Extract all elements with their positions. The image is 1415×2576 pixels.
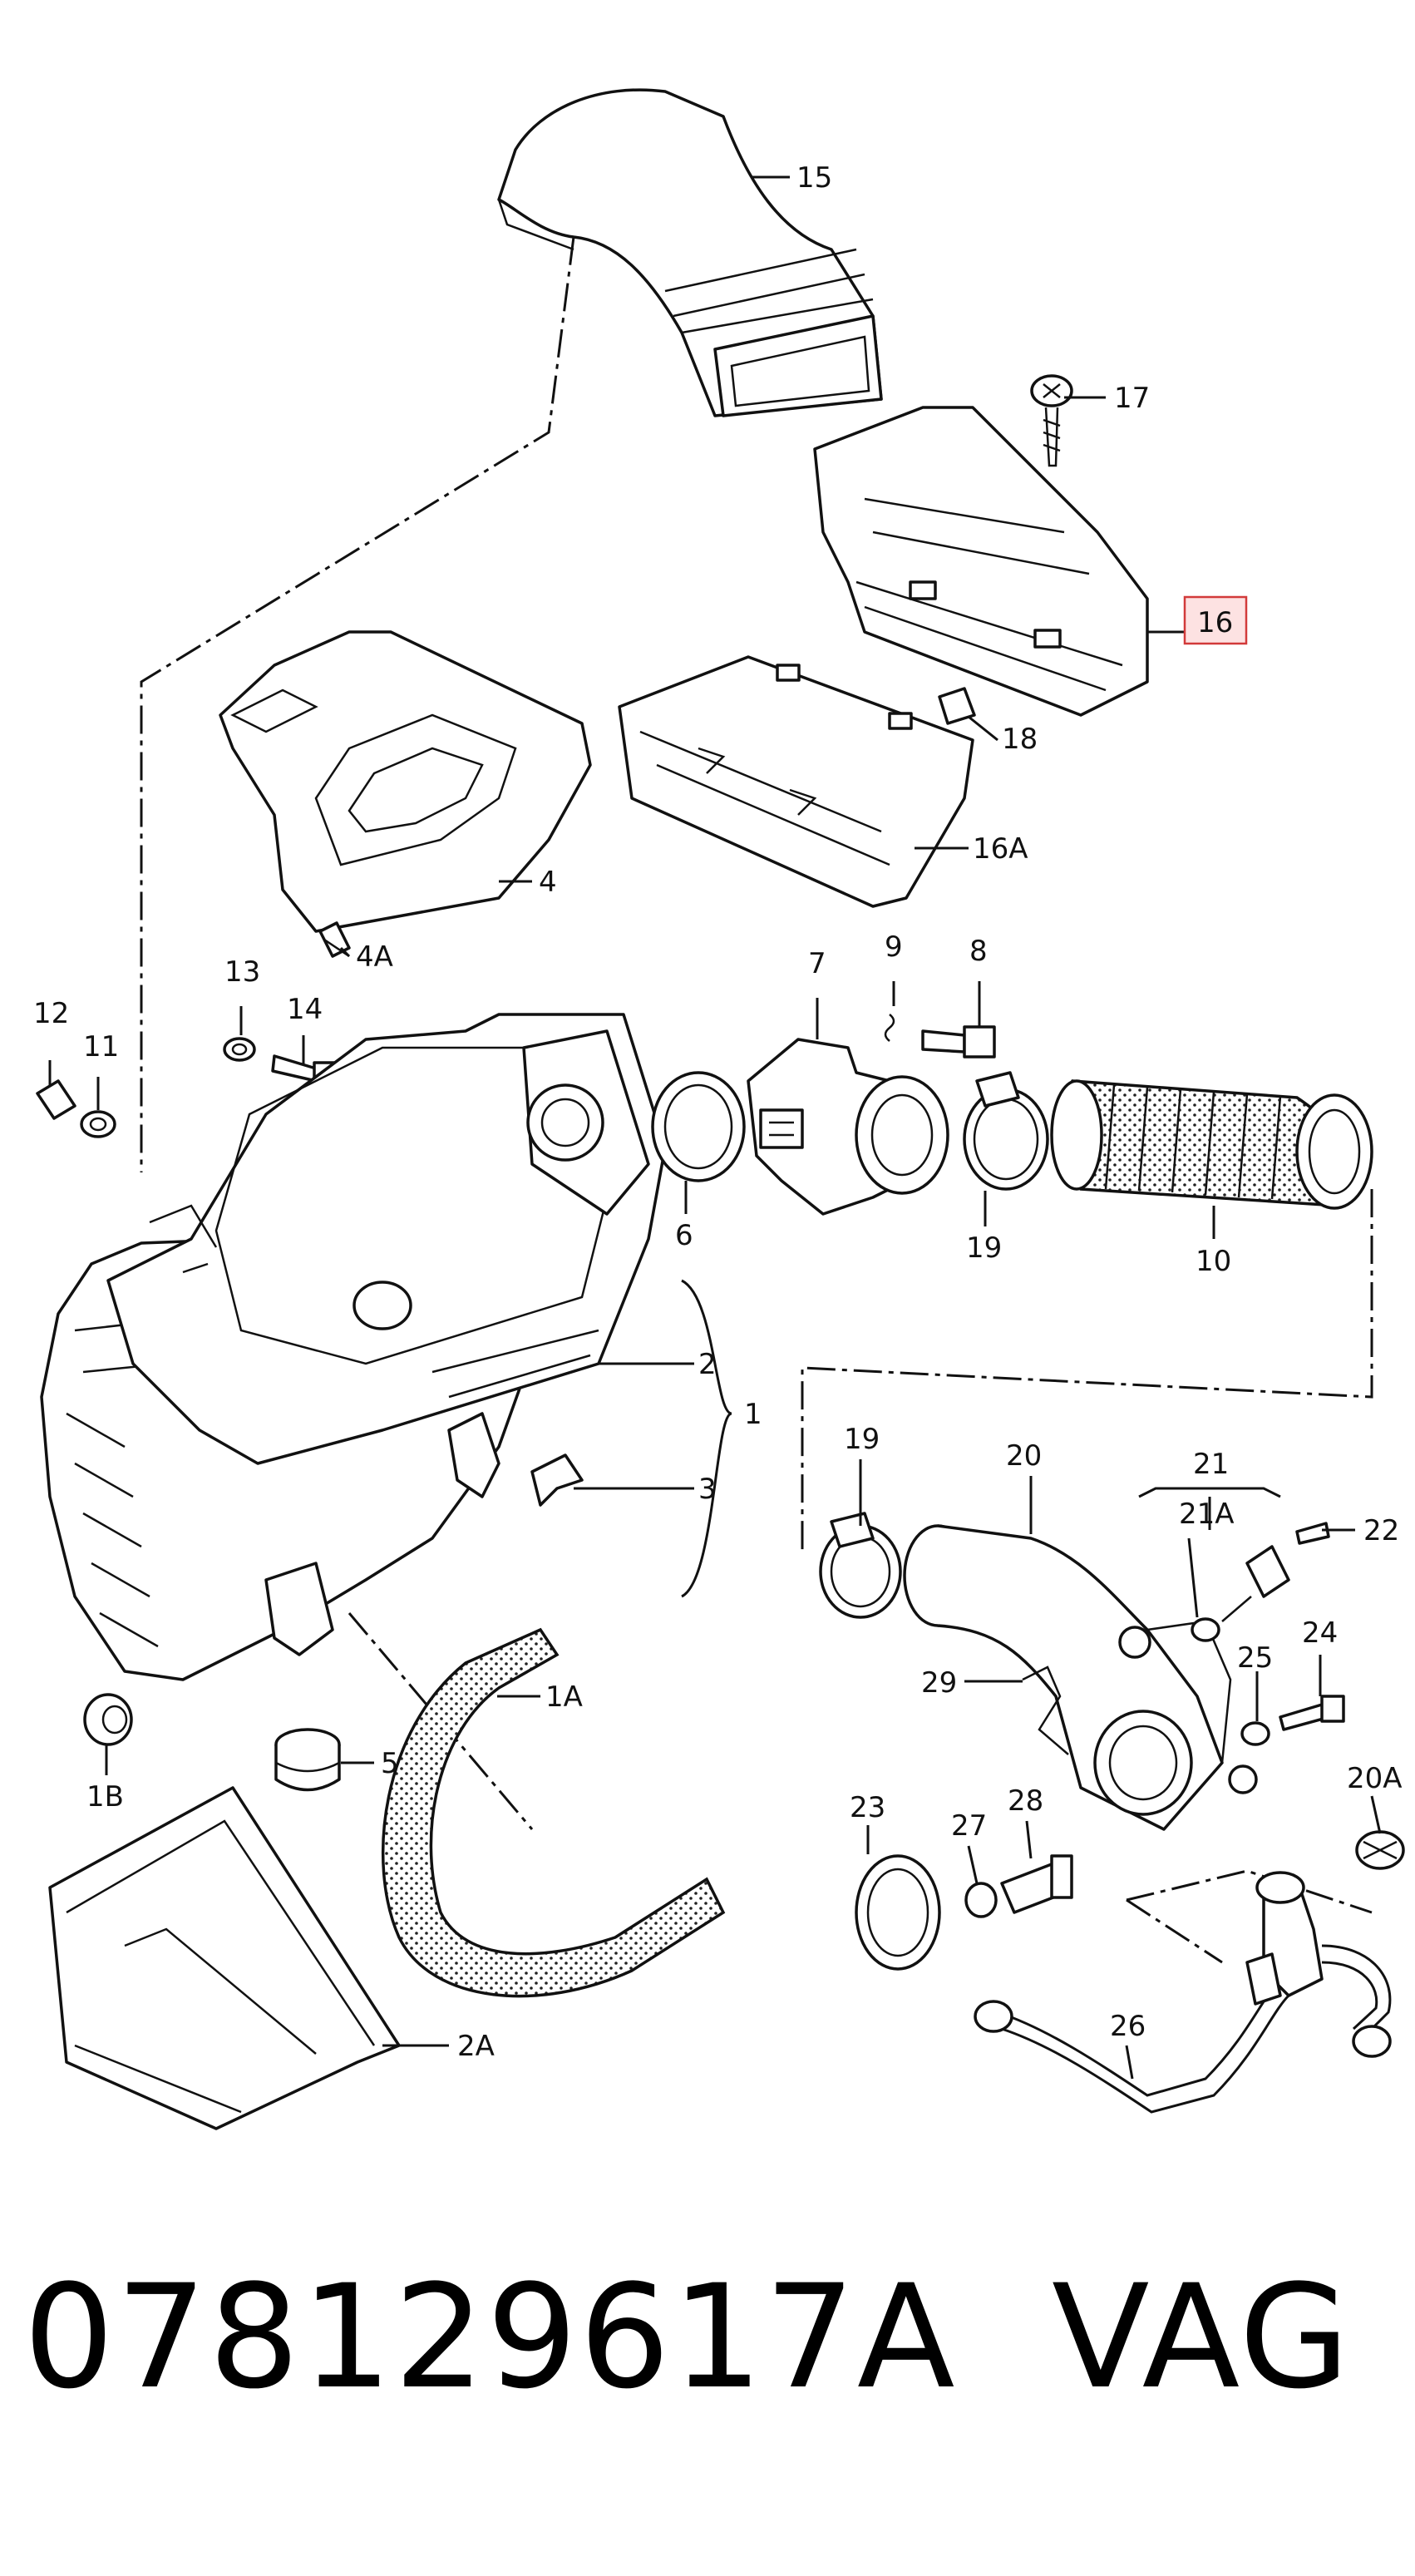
part-24-bolt [1279, 1695, 1345, 1731]
part-29-clip [1022, 1666, 1069, 1755]
brand-name: VAG [1052, 2253, 1352, 2421]
callout-labels: 15 17 16 18 16A 4 4A 12 11 13 14 7 9 8 6… [33, 161, 1403, 2063]
callout-16: 16 [1197, 606, 1233, 639]
callout-16A: 16A [973, 832, 1028, 866]
part-3-clip [530, 1453, 584, 1507]
part-20A-cap [1355, 1830, 1405, 1870]
callout-11: 11 [83, 1030, 119, 1063]
callout-25: 25 [1237, 1641, 1273, 1675]
callout-23: 23 [850, 1791, 885, 1824]
callout-14: 14 [287, 993, 323, 1026]
part-25-washer [1240, 1721, 1270, 1746]
callout-20: 20 [1006, 1439, 1042, 1473]
part-21A-washer [1191, 1617, 1220, 1642]
callout-5: 5 [381, 1747, 399, 1780]
callout-8: 8 [969, 935, 988, 968]
callout-9: 9 [885, 930, 903, 964]
part-18-clip [938, 687, 976, 725]
callout-19-upper: 19 [966, 1231, 1002, 1265]
callout-26: 26 [1110, 2010, 1146, 2043]
part-26-breather-hose [974, 1871, 1392, 2114]
callout-10: 10 [1196, 1245, 1231, 1278]
callout-1B: 1B [86, 1780, 124, 1814]
callout-17: 17 [1114, 382, 1150, 415]
callout-2: 2 [698, 1348, 717, 1381]
part-28-connector [1000, 1854, 1073, 1914]
part-5-mount [274, 1728, 341, 1792]
part-16A-lower-duct [618, 655, 974, 908]
part-22-screw [1295, 1522, 1330, 1545]
part-2A-filter-element [48, 1786, 401, 2130]
callout-24: 24 [1302, 1616, 1338, 1650]
part-20-intake-elbow [903, 1524, 1258, 1831]
part-16-intake-duct [813, 406, 1149, 717]
part-19-clamp-lower [819, 1512, 902, 1619]
part-1-housing-upper [106, 1013, 667, 1465]
callout-18: 18 [1002, 723, 1038, 756]
callout-7: 7 [808, 947, 826, 980]
callout-1A: 1A [545, 1680, 583, 1714]
callout-29: 29 [921, 1666, 957, 1700]
callout-12: 12 [33, 997, 69, 1030]
part-9-spring [884, 1014, 895, 1042]
part-17-screw [1030, 374, 1073, 467]
callout-4A: 4A [356, 940, 393, 974]
callout-3: 3 [698, 1473, 717, 1506]
exploded-parts-diagram: 15 17 16 18 16A 4 4A 12 11 13 14 7 9 8 6… [33, 88, 1405, 2130]
part-11-washer [80, 1110, 116, 1138]
part-12-pin [36, 1079, 76, 1120]
part-1A-seal-strip [381, 1627, 726, 1998]
callout-21: 21 [1193, 1448, 1229, 1481]
callout-1: 1 [744, 1398, 762, 1431]
callout-6: 6 [675, 1219, 693, 1252]
part-8-bolt [921, 1025, 996, 1059]
callout-21A: 21A [1179, 1498, 1235, 1531]
part-4-cover [219, 630, 592, 933]
part-15-upper-air-duct [497, 88, 883, 417]
part-23-ring [855, 1854, 941, 1971]
callout-22: 22 [1363, 1514, 1399, 1547]
part-10-corrugated-hose [1050, 1079, 1373, 1210]
callout-20A: 20A [1347, 1762, 1403, 1795]
part-19-clamp-upper [963, 1071, 1049, 1191]
caption-footer: 078129617A VAG [0, 2245, 1415, 2495]
highlight-box-16 [1183, 595, 1248, 645]
part-number: 078129617A [23, 2253, 957, 2421]
part-7-mass-air-flow-sensor [747, 1038, 949, 1216]
callout-13: 13 [224, 955, 260, 989]
part-27-o-ring [964, 1882, 998, 1918]
callout-15: 15 [796, 161, 832, 195]
part-21-sensor [1221, 1545, 1290, 1622]
callout-27: 27 [951, 1809, 987, 1843]
part-13-washer [223, 1037, 256, 1062]
part-6-o-ring [651, 1071, 746, 1182]
callout-19-lower: 19 [844, 1423, 880, 1456]
leader-lines [48, 175, 1382, 2080]
callout-4: 4 [539, 866, 557, 899]
part-1B-grommet [83, 1693, 133, 1746]
callout-28: 28 [1008, 1784, 1043, 1818]
callout-2A: 2A [457, 2030, 495, 2063]
